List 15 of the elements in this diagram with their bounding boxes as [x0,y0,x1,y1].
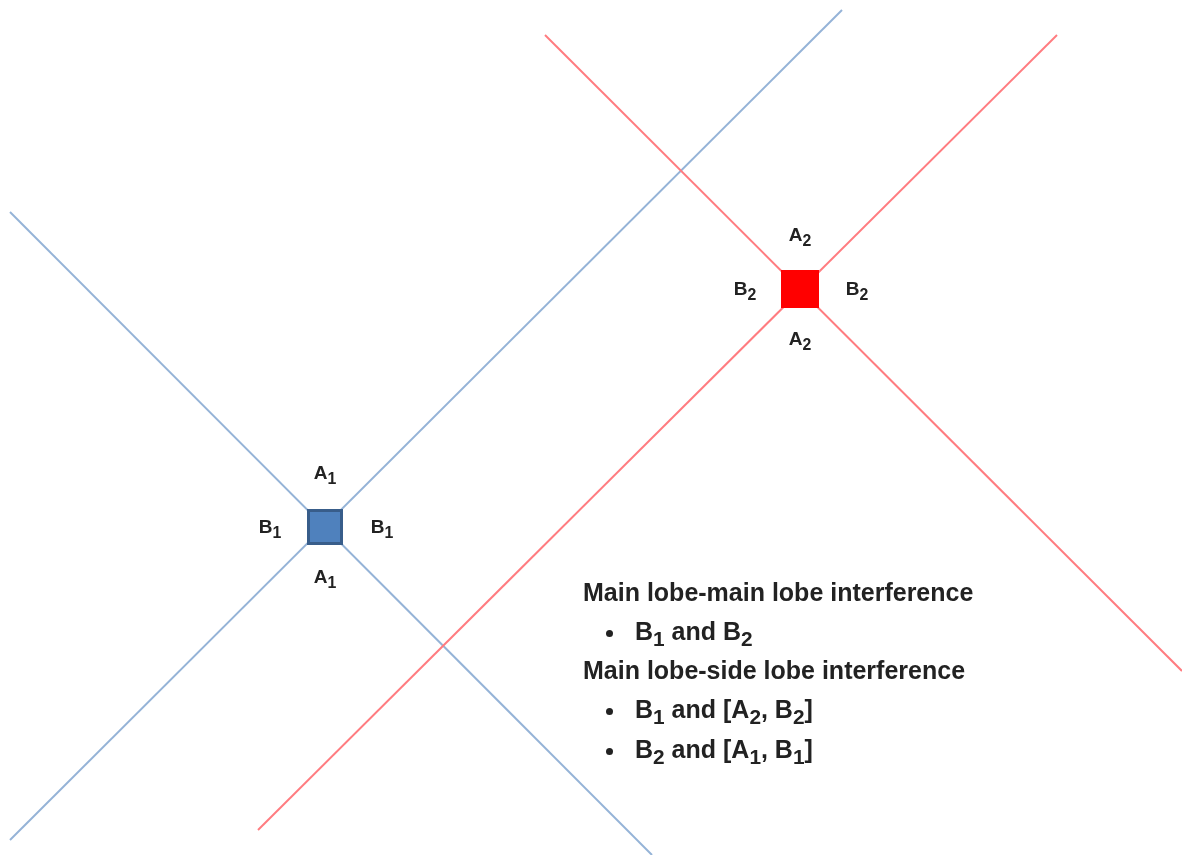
list-item-text: B$_{1}$ and B$_{2}$ [635,617,753,651]
list-item-text: B$_{2}$ and [A$_{1}$, B$_{1}$] [635,735,813,769]
beam-label: B$_{1}$ [258,516,282,542]
beam-label: A$_{1}$ [313,462,337,488]
beam-label: B$_{2}$ [845,278,869,304]
beam-label: B$_{2}$ [733,278,757,304]
list-item-text: B$_{1}$ and [A$_{2}$, B$_{2}$] [635,695,813,729]
beam-label: A$_{1}$ [313,566,337,592]
beam-label: B$_{1}$ [370,516,394,542]
beam-label: A$_{2}$ [788,224,812,250]
heading-text: Main lobe-side lobe interference [583,656,966,685]
square-marker [307,509,343,545]
heading-text: Main lobe-main lobe interference [583,578,974,607]
beam-label: A$_{2}$ [788,328,812,354]
square-marker [781,270,819,308]
